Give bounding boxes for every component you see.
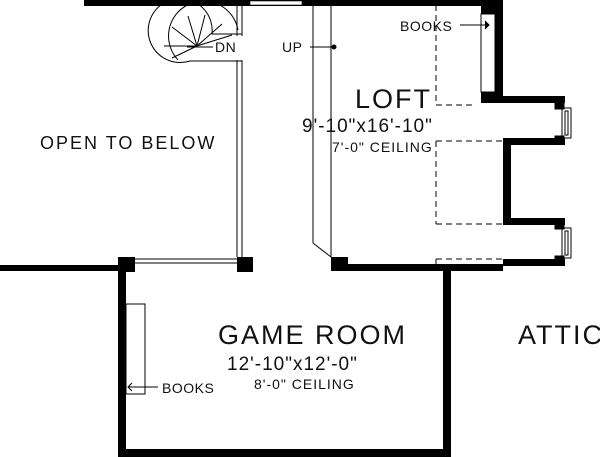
loft-room-name: LOFT (355, 84, 433, 114)
loft-room-dimensions: 9'-10"x16'-10" (302, 116, 433, 137)
stair-down-label: DN (215, 39, 237, 55)
loft-room-ceiling: 7'-0" CEILING (332, 139, 433, 155)
attic-label: ATTIC (518, 320, 600, 350)
stair-up-label: UP (282, 39, 303, 55)
books-label-loft: BOOKS (400, 18, 453, 34)
books-label-game-room: BOOKS (162, 380, 215, 396)
game-room-name: GAME ROOM (218, 320, 408, 350)
books-arrow-loft (460, 20, 490, 30)
windows (554, 101, 572, 264)
spiral-stair (147, 0, 242, 64)
game-room-bookshelf (125, 303, 158, 395)
straight-stair (310, 5, 337, 258)
railing (135, 5, 243, 264)
game-room-dimensions: 12'-10"x12'-0" (227, 354, 358, 375)
game-room-ceiling: 8'-0" CEILING (254, 376, 355, 392)
dashed-overhead-lines (435, 5, 503, 265)
loft-bookshelf (480, 13, 496, 93)
open-to-below-label: OPEN TO BELOW (40, 133, 217, 153)
